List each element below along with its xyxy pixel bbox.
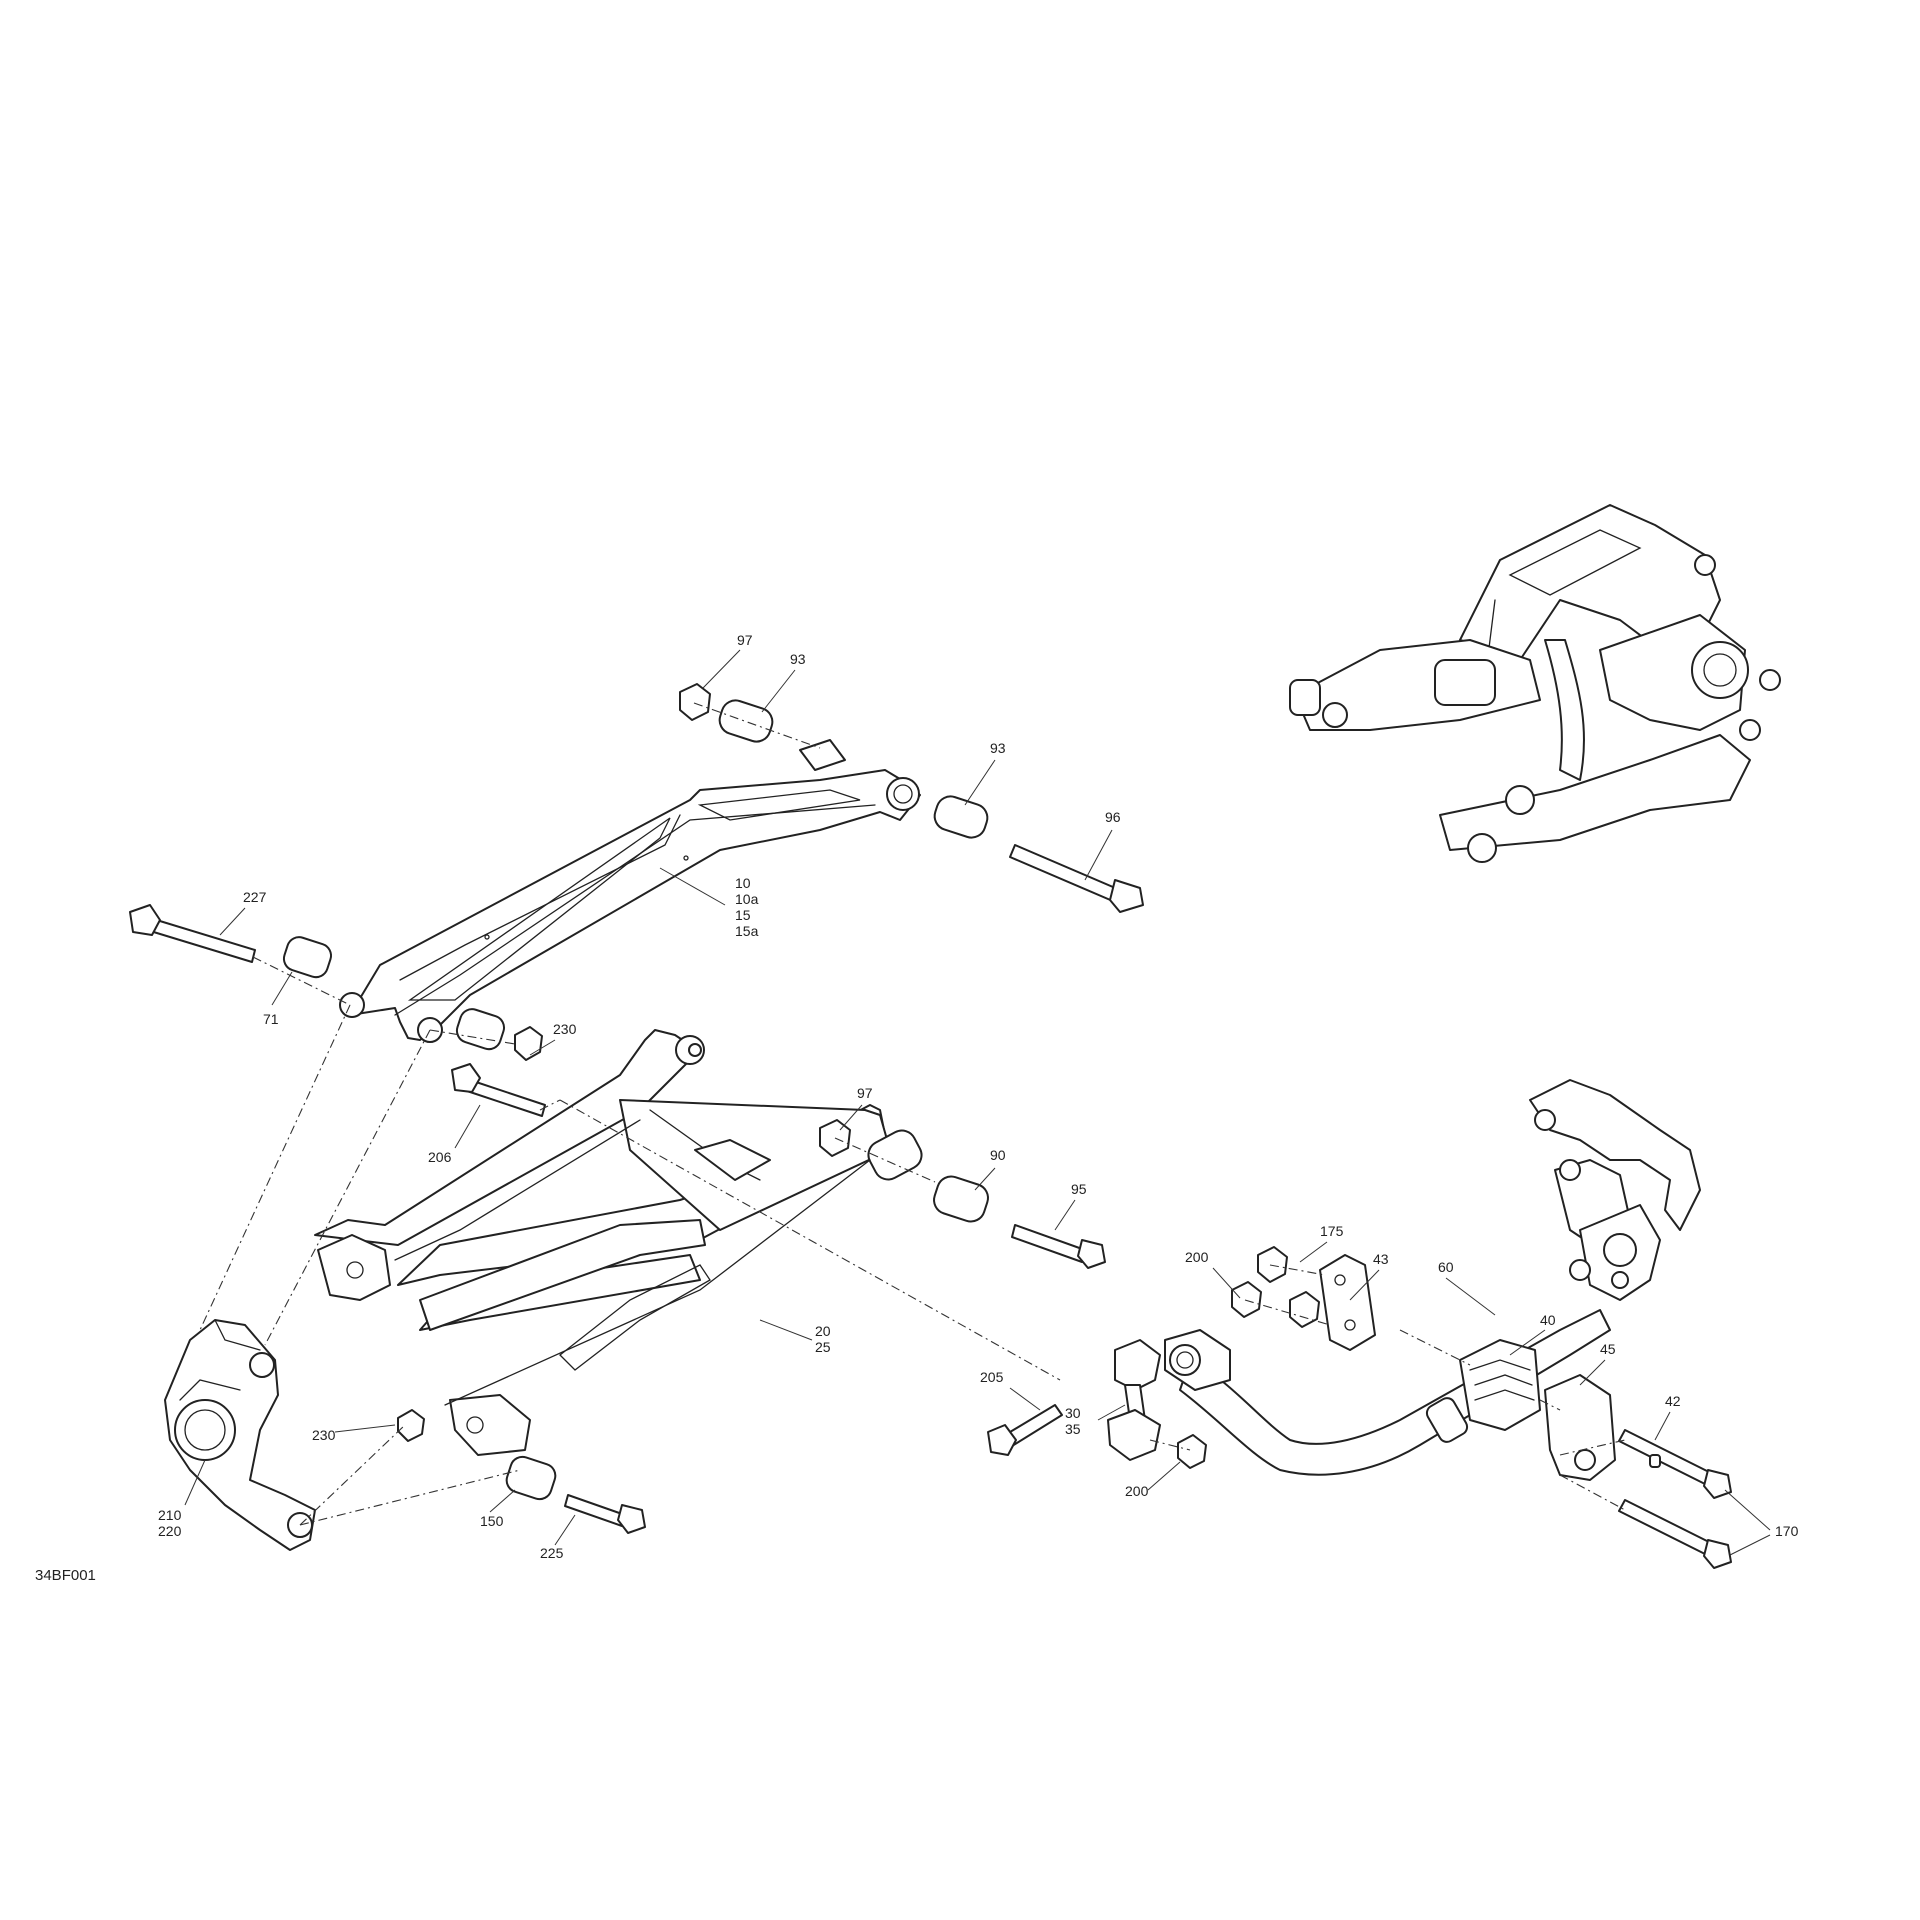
callout-25: 25 xyxy=(815,1339,831,1355)
bolt-96 xyxy=(1009,844,1121,903)
callout-93-upper: 93 xyxy=(790,651,806,667)
sway-bar xyxy=(1164,1309,1611,1476)
bolt-227 xyxy=(146,917,256,963)
knuckle xyxy=(164,1319,316,1551)
callout-170: 170 xyxy=(1775,1523,1799,1539)
callout-230-lower: 230 xyxy=(312,1427,336,1443)
lower-a-arm xyxy=(314,1029,923,1456)
nut-200-lower xyxy=(1177,1434,1207,1469)
callout-227: 227 xyxy=(243,889,267,905)
callout-97-lower: 97 xyxy=(857,1085,873,1101)
bolt-95 xyxy=(1011,1224,1086,1263)
plate-43 xyxy=(1319,1254,1376,1351)
bushing-upper-rear xyxy=(455,1008,506,1051)
upper-a-arm xyxy=(339,739,921,1043)
nut-230-upper xyxy=(514,1026,543,1061)
bushing-93-upper xyxy=(718,699,774,743)
callout-42: 42 xyxy=(1665,1393,1681,1409)
bolt-206 xyxy=(466,1079,546,1117)
sway-bar-link-30 xyxy=(1107,1339,1161,1461)
callout-labels: 97 93 93 96 10 10a 15 15a 227 71 230 206… xyxy=(35,632,1799,1584)
nut-230-lower xyxy=(397,1409,425,1442)
hardware xyxy=(129,683,1732,1569)
callout-15a: 15a xyxy=(735,923,759,939)
bushing-90 xyxy=(933,1175,989,1223)
assembly-axis-lines xyxy=(199,702,1626,1526)
callout-205: 205 xyxy=(980,1369,1004,1385)
bushing-150 xyxy=(505,1455,557,1501)
callout-15: 15 xyxy=(735,907,751,923)
callout-175: 175 xyxy=(1320,1223,1344,1239)
callout-30: 30 xyxy=(1065,1405,1081,1421)
nut-200-upper xyxy=(1231,1281,1262,1318)
callout-71: 71 xyxy=(263,1011,279,1027)
callout-220: 220 xyxy=(158,1523,182,1539)
leader-lines xyxy=(184,649,1771,1556)
bushing-93-lower xyxy=(933,795,989,839)
callout-35: 35 xyxy=(1065,1421,1081,1437)
callout-200-upper: 200 xyxy=(1185,1249,1209,1265)
callout-45: 45 xyxy=(1600,1341,1616,1357)
callout-230-upper: 230 xyxy=(553,1021,577,1037)
callout-43: 43 xyxy=(1373,1251,1389,1267)
callout-200-lower: 200 xyxy=(1125,1483,1149,1499)
right-side-bracket-assembly xyxy=(1529,1079,1701,1301)
callout-20: 20 xyxy=(815,1323,831,1339)
callout-93-lower: 93 xyxy=(990,740,1006,756)
bolt-170 xyxy=(1618,1499,1716,1557)
callout-206: 206 xyxy=(428,1149,452,1165)
callout-60: 60 xyxy=(1438,1259,1454,1275)
drawing-reference-code: 34BF001 xyxy=(35,1567,96,1584)
callout-150: 150 xyxy=(480,1513,504,1529)
callout-10: 10 xyxy=(735,875,751,891)
nut-175 xyxy=(1257,1246,1288,1283)
callout-10a: 10a xyxy=(735,891,759,907)
callout-95: 95 xyxy=(1071,1181,1087,1197)
callout-210: 210 xyxy=(158,1507,182,1523)
callout-90: 90 xyxy=(990,1147,1006,1163)
assembled-suspension-overview xyxy=(1289,504,1781,863)
nut-97-upper xyxy=(679,683,711,721)
bolt-225 xyxy=(564,1494,626,1527)
callout-97-upper: 97 xyxy=(737,632,753,648)
bushing-40 xyxy=(1459,1339,1541,1431)
callout-40: 40 xyxy=(1540,1312,1556,1328)
callout-96: 96 xyxy=(1105,809,1121,825)
clamp-45 xyxy=(1544,1374,1616,1481)
callout-225: 225 xyxy=(540,1545,564,1561)
bolt-42 xyxy=(1618,1429,1716,1487)
bushing-71 xyxy=(282,936,333,979)
